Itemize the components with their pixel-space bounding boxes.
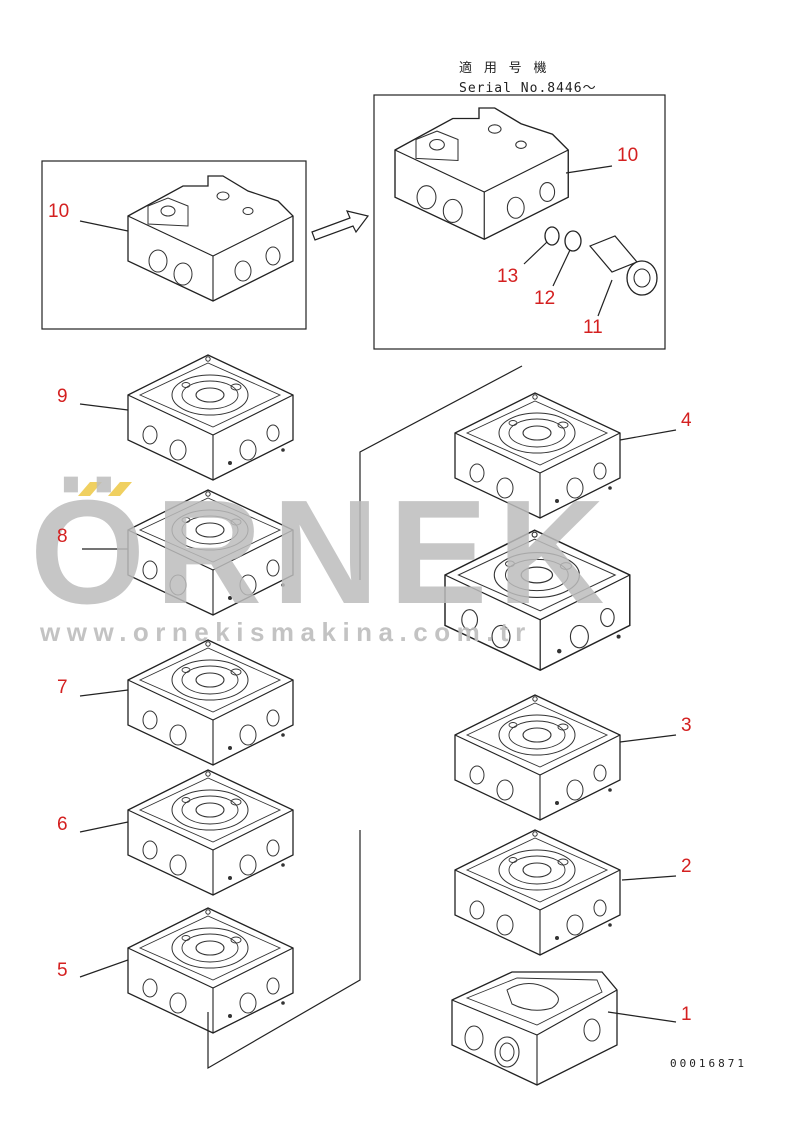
callout-5: 5 [57, 960, 68, 981]
drawing-number: 00016871 [670, 1057, 747, 1070]
callout-4: 4 [681, 410, 692, 431]
leader-5 [79, 959, 129, 978]
block-part-2 [454, 829, 621, 956]
leader-13 [523, 241, 548, 265]
spool-body-11 [589, 235, 638, 273]
serial-number-label: Serial No.8446～ [459, 81, 597, 96]
callout-1: 1 [681, 1004, 692, 1025]
spool-end-inner-11 [633, 268, 651, 288]
leader-10-right [565, 165, 613, 174]
callout-11: 11 [583, 317, 603, 338]
callout-9: 9 [57, 386, 68, 407]
leader-4 [619, 429, 677, 441]
block-part-1 [451, 971, 618, 1086]
block-part-6 [127, 769, 294, 896]
watermark-accent-icon [68, 482, 138, 496]
arrow-icon [311, 210, 370, 241]
frame-left-top [41, 160, 307, 330]
callout-2: 2 [681, 856, 692, 877]
watermark-url: www.ornekismakina.com.tr [40, 617, 532, 647]
assembly-line-upper [359, 365, 523, 580]
leader-9 [79, 403, 129, 411]
callout-8: 8 [57, 526, 68, 547]
callout-6: 6 [57, 814, 68, 835]
watermark-brand: ÖRNEK [30, 470, 615, 635]
assembly-line-lower [207, 830, 361, 1070]
block-part-10-right [394, 107, 569, 240]
leader-11 [597, 279, 613, 317]
leader-6 [79, 821, 129, 833]
block-part-7 [127, 639, 294, 766]
callout-10-right: 10 [617, 145, 639, 166]
seal-ring-13 [544, 226, 560, 246]
leader-7 [79, 689, 129, 697]
block-part-5 [127, 907, 294, 1034]
applicable-models-label: 適 用 号 機 [459, 61, 549, 76]
leader-3 [619, 734, 677, 743]
callout-3: 3 [681, 715, 692, 736]
leader-1 [607, 1011, 677, 1023]
leader-10-left [79, 220, 129, 232]
leader-12 [552, 249, 571, 287]
seal-ring-12 [564, 230, 582, 252]
block-part-10-left [127, 175, 294, 302]
callout-12: 12 [534, 288, 556, 309]
block-part-3 [454, 694, 621, 821]
callout-10-left: 10 [48, 201, 70, 222]
frame-right-top [373, 94, 666, 350]
callout-7: 7 [57, 677, 68, 698]
leader-2 [621, 875, 677, 881]
spool-end-11 [626, 260, 658, 296]
callout-13: 13 [497, 266, 519, 287]
block-part-9 [127, 354, 294, 481]
